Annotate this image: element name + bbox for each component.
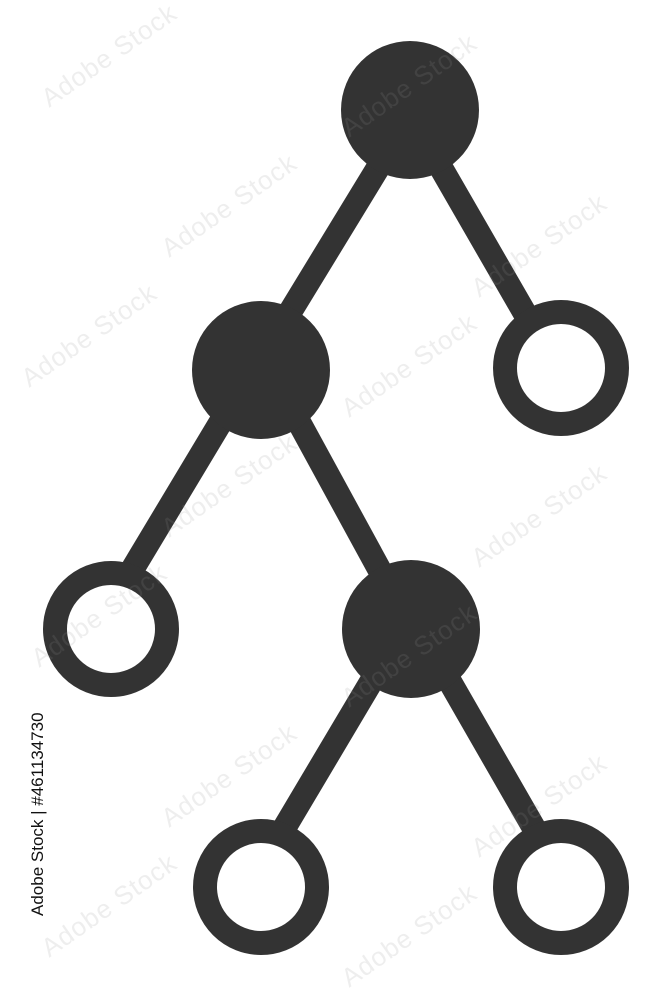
tree-node-bottom-right-leaf [493, 819, 629, 955]
tree-node-left-left-leaf [43, 561, 179, 697]
stock-id-label: Adobe Stock | #461134730 [28, 712, 47, 916]
tree-nodes [43, 41, 629, 955]
edge-root-right-child [414, 134, 553, 349]
tree-edges [115, 133, 553, 849]
tree-node-left-child [192, 301, 330, 439]
tree-node-left-right-child [342, 560, 480, 698]
tree-node-root [341, 41, 479, 179]
tree-node-bottom-left-leaf [193, 819, 329, 955]
tree-node-right-child [493, 300, 629, 436]
edge-root-left-child [262, 133, 406, 347]
